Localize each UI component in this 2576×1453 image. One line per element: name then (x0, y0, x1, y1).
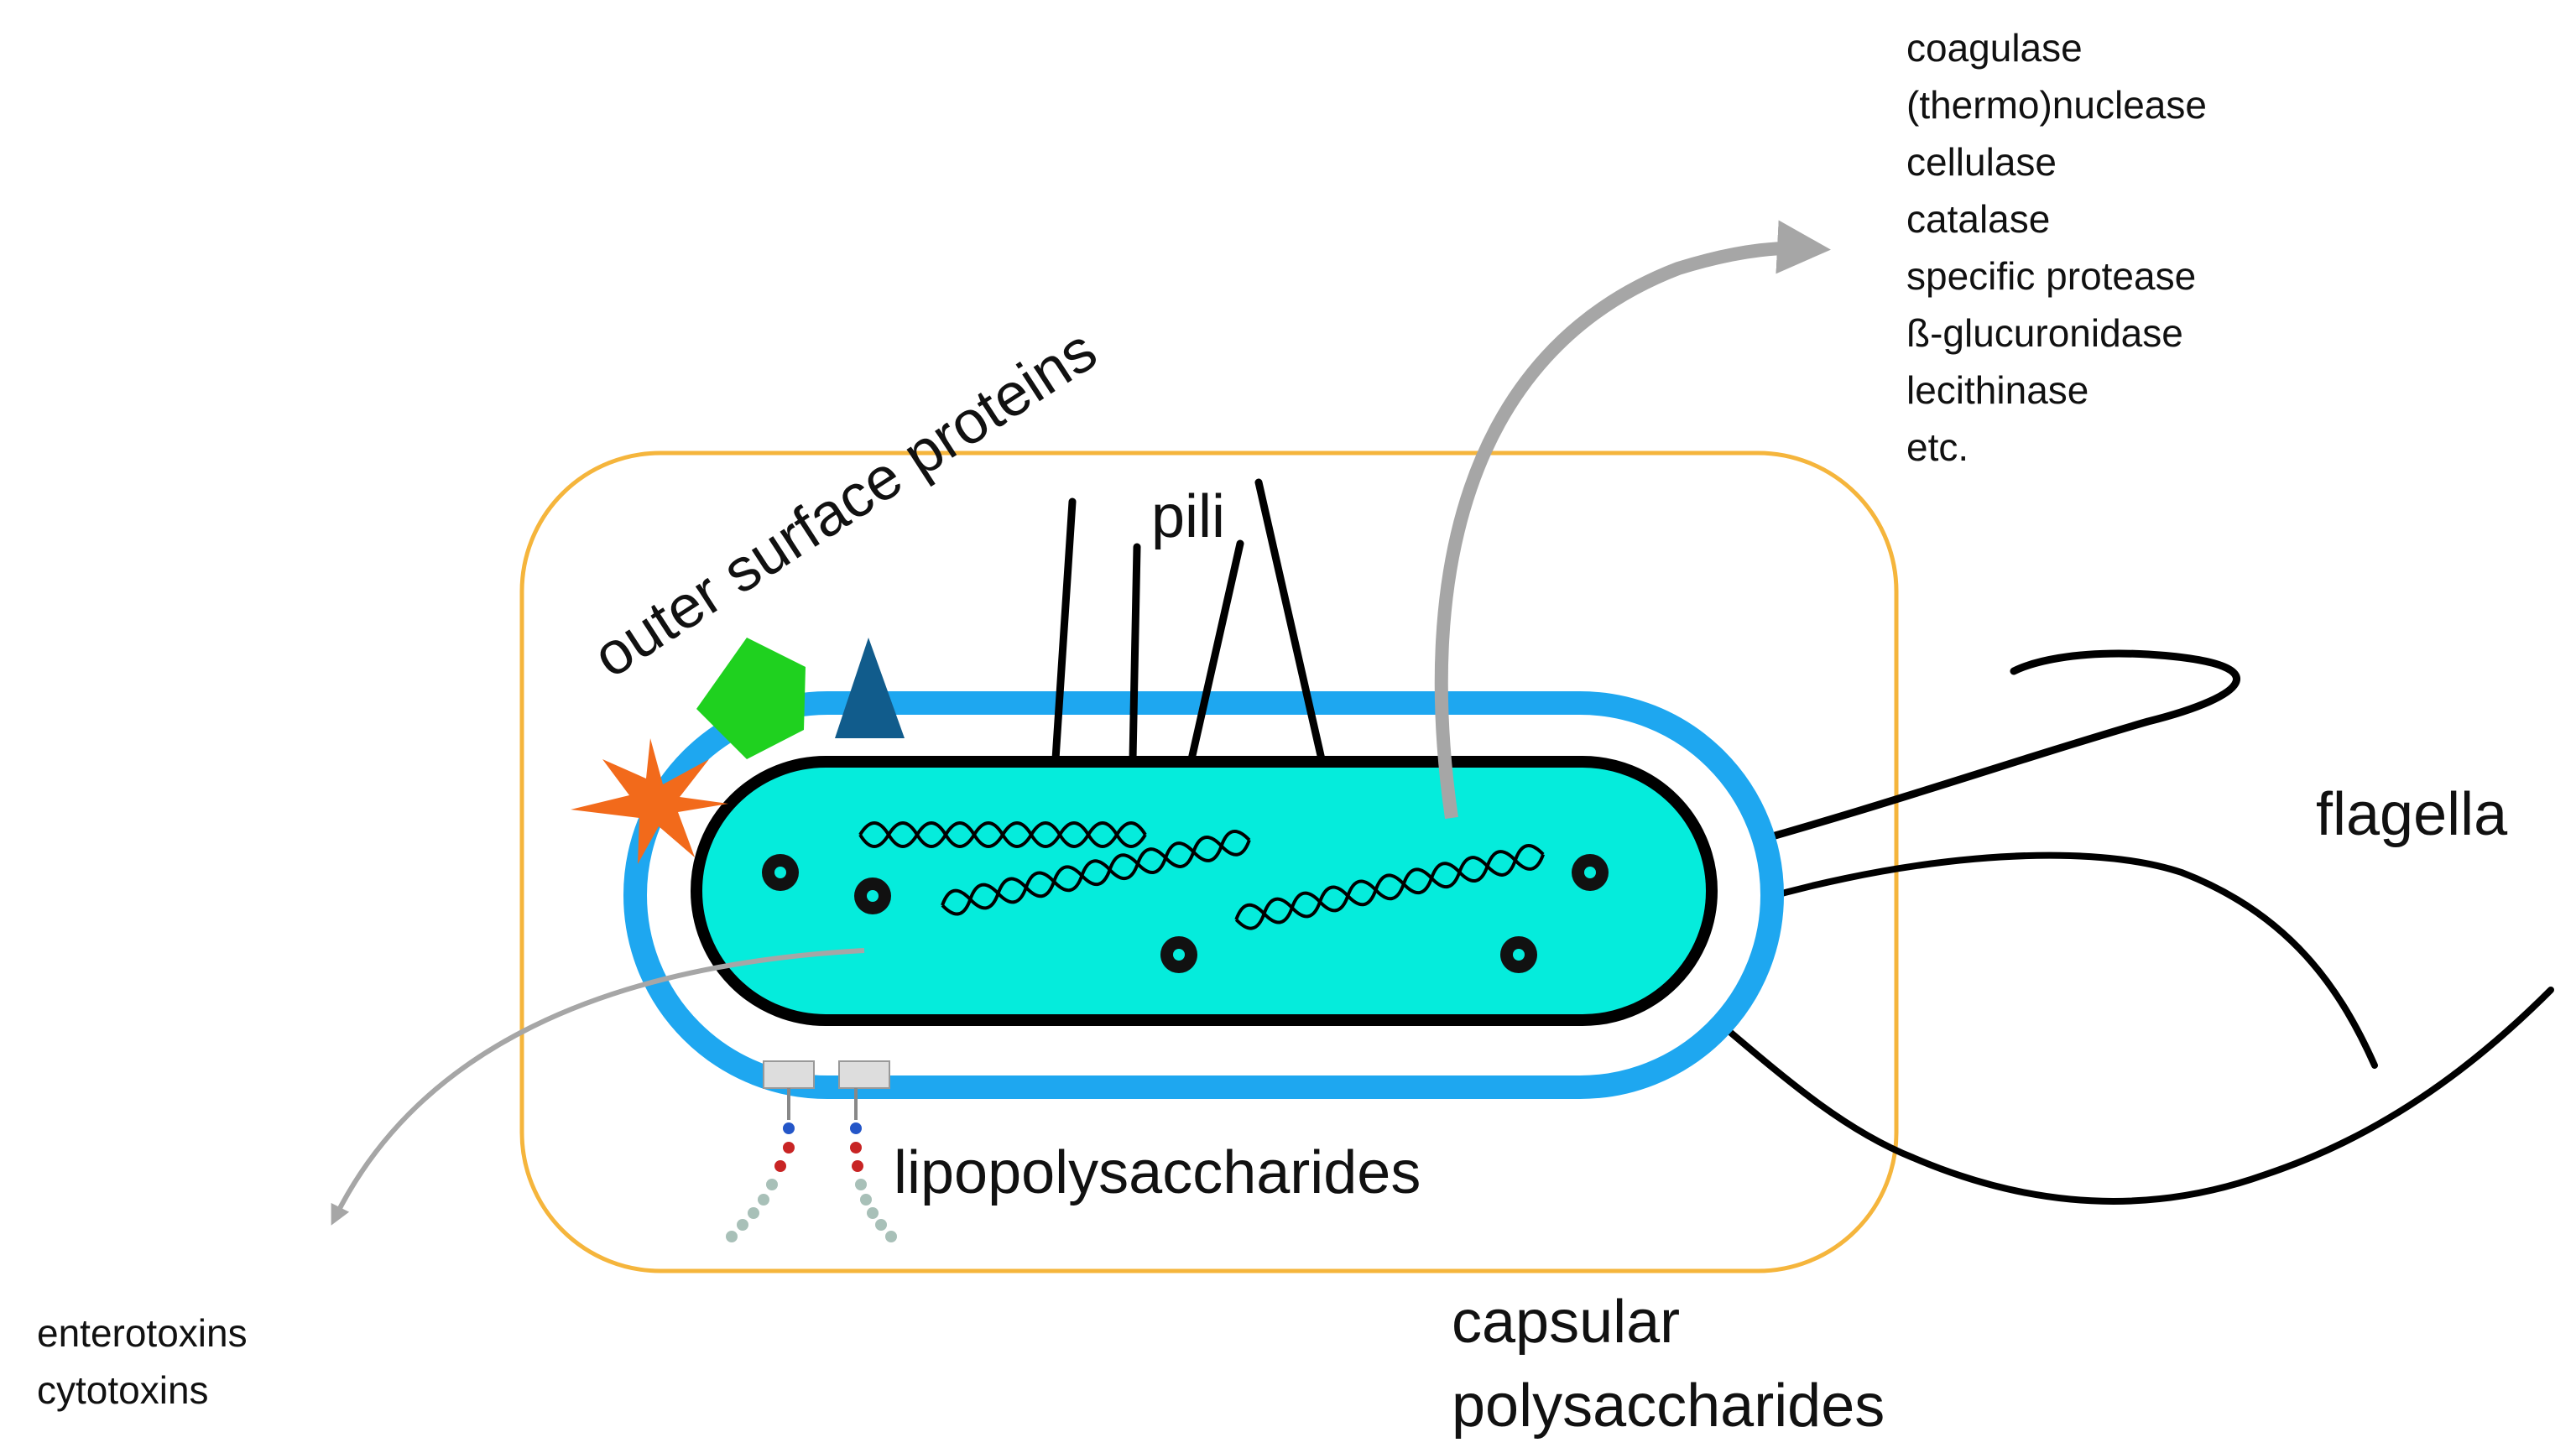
enzyme-item: coagulase (1906, 26, 2083, 70)
pili-label: pili (1151, 483, 1225, 550)
capsular-label: capsular (1452, 1289, 1680, 1356)
pilus-3 (1187, 539, 1244, 763)
secretion-arrow-enzymes (1434, 220, 1831, 820)
enzyme-item: (thermo)nuclease (1906, 83, 2207, 127)
dna-strand (858, 821, 1147, 848)
enzyme-item: ß-glucuronidase (1906, 311, 2183, 355)
dna-strands (858, 821, 1545, 930)
secretion-arrow-toxins (331, 948, 865, 1226)
toxin-item: cytotoxins (37, 1368, 209, 1412)
flagellum-3 (1666, 978, 2554, 1205)
toxin-item: enterotoxins (37, 1311, 248, 1355)
flagellum-1 (1699, 649, 2240, 860)
pili (1051, 478, 1326, 763)
triangle-protein-icon (835, 638, 905, 738)
pilus-4 (1254, 478, 1326, 763)
star-protein-icon (571, 738, 728, 864)
flagellum-2 (1708, 851, 2378, 1069)
enzyme-item: catalase (1906, 197, 2050, 241)
outer-surface-proteins-label: outer surface proteins (581, 316, 1108, 690)
enzyme-item: lecithinase (1906, 368, 2088, 412)
pilus-1 (1051, 497, 1077, 763)
dna-strand (1234, 850, 1545, 930)
secreted-enzymes-list: coagulase (thermo)nuclease cellulase cat… (1906, 26, 2207, 469)
cytoplasm (691, 756, 1718, 1026)
lipopolysaccharides-label: lipopolysaccharides (894, 1139, 1421, 1206)
toxins-list: enterotoxins cytotoxins (37, 1311, 248, 1412)
enzyme-item: etc. (1906, 425, 1969, 469)
lipopolysaccharide-molecules (726, 1060, 897, 1242)
pentagon-protein-icon (696, 638, 806, 759)
flagella-label: flagella (2316, 781, 2508, 848)
dna-strand (941, 836, 1251, 916)
lps-molecule-1 (726, 1060, 815, 1242)
flagella (1666, 649, 2554, 1205)
polysaccharides-label: polysaccharides (1452, 1372, 1885, 1440)
pilus-2 (1129, 543, 1141, 763)
dna-strand (941, 830, 1251, 910)
enzyme-item: cellulase (1906, 140, 2057, 184)
capsule-outline (519, 450, 1899, 1273)
dna-strand (1234, 844, 1545, 924)
lps-molecule-2 (838, 1060, 897, 1242)
enzyme-item: specific protease (1906, 254, 2196, 298)
